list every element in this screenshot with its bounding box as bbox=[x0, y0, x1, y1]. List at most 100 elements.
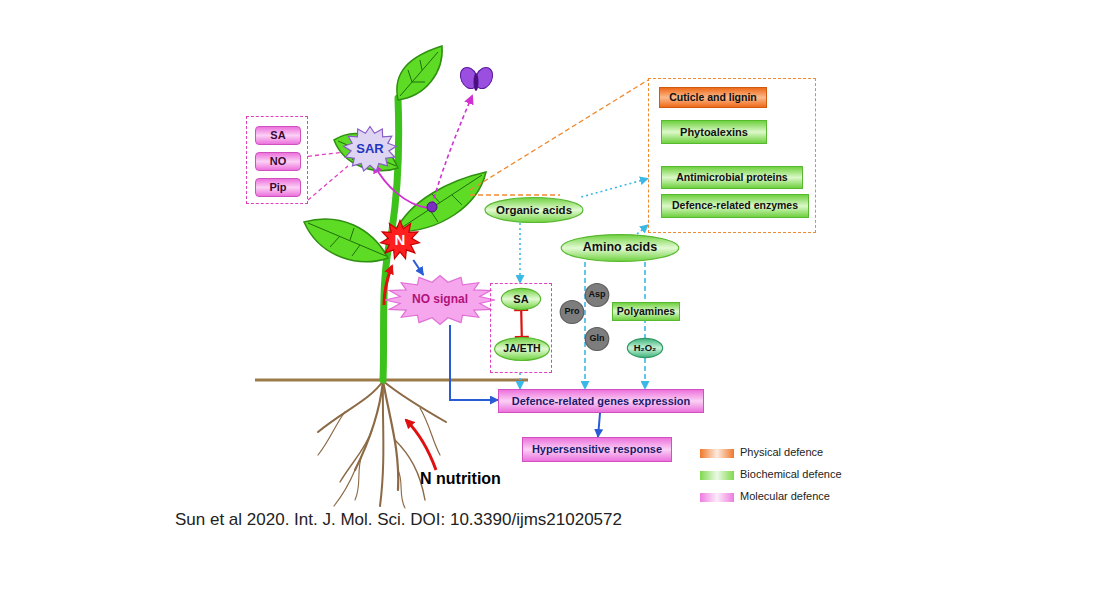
legend-text: Biochemical defence bbox=[740, 468, 842, 480]
node-text: SA bbox=[270, 129, 285, 141]
root bbox=[383, 381, 446, 422]
defence-group: Cuticle and ligninPhytoalexinsAntimicrob… bbox=[648, 78, 816, 233]
node-text: N bbox=[395, 232, 406, 249]
leader-line bbox=[470, 80, 648, 190]
node-text: Polyamines bbox=[617, 306, 675, 318]
root bbox=[420, 408, 440, 455]
ellipse-outline bbox=[627, 338, 662, 357]
metabolic-arrow bbox=[637, 225, 648, 234]
legend-text: Physical defence bbox=[740, 446, 823, 458]
node-text: Asp bbox=[588, 290, 605, 300]
legend-swatch bbox=[700, 449, 734, 458]
ellipse-outline bbox=[495, 337, 550, 360]
node-text: NO bbox=[270, 155, 287, 167]
leader-line bbox=[470, 194, 560, 195]
polyamines-box: Polyamines bbox=[612, 302, 680, 321]
leaf-veins bbox=[308, 52, 482, 256]
root bbox=[355, 455, 362, 500]
sar-star: SAR bbox=[343, 126, 397, 172]
nutrition-label: N nutrition bbox=[420, 470, 501, 488]
node-text: Cuticle and lignin bbox=[669, 92, 757, 104]
hormone-ellipse: JA/ETH bbox=[494, 337, 550, 361]
signal-leader bbox=[308, 152, 343, 156]
no-signal-star: NO signal bbox=[384, 275, 496, 325]
pathogen bbox=[427, 202, 437, 212]
node-text: JA/ETH bbox=[503, 343, 540, 355]
node-text: Organic acids bbox=[496, 204, 572, 217]
node-text: SAR bbox=[356, 142, 383, 156]
systemic-signal-arrow bbox=[374, 165, 428, 208]
leader-line bbox=[308, 166, 348, 200]
ground-line bbox=[255, 379, 528, 382]
leaf bbox=[397, 46, 442, 100]
insect-wing bbox=[472, 65, 496, 92]
root bbox=[355, 381, 383, 470]
gene-expression-box: Defence-related genes expression bbox=[498, 389, 704, 413]
leaf-vein bbox=[308, 223, 386, 256]
root bbox=[340, 430, 372, 482]
node-text: Antimicrobial proteins bbox=[676, 172, 787, 184]
amino-acid-circle: Asp bbox=[585, 283, 609, 307]
ellipse-outline bbox=[561, 235, 679, 262]
ellipse-outline bbox=[501, 288, 540, 309]
insect-body bbox=[474, 73, 479, 91]
metabolite-ellipse: Organic acids bbox=[484, 197, 584, 223]
leaf bbox=[304, 219, 388, 262]
h2o2-ellipse: H₂O₂ bbox=[627, 338, 663, 358]
metabolic-arrow bbox=[519, 373, 521, 389]
node-text: Pro bbox=[564, 307, 579, 317]
root bbox=[383, 381, 398, 490]
node-text: Defence-related genes expression bbox=[512, 395, 691, 407]
metabolite-ellipse: Amino acids bbox=[560, 234, 680, 262]
root bbox=[318, 412, 345, 455]
signal-pill: NO bbox=[255, 152, 301, 171]
ellipse-outline bbox=[560, 300, 584, 323]
signal-pill: Pip bbox=[255, 178, 301, 197]
star-outline bbox=[344, 126, 397, 170]
figure-caption: Sun et al 2020. Int. J. Mol. Sci. DOI: 1… bbox=[175, 510, 622, 530]
signal-arrow bbox=[413, 260, 423, 275]
hormone-group: SA JA/ETH bbox=[490, 283, 552, 373]
inhibition-line bbox=[520, 310, 523, 337]
metabolic-arrow bbox=[519, 223, 521, 283]
metabolic-arrow bbox=[584, 262, 586, 389]
insect-wing bbox=[457, 65, 481, 92]
root bbox=[380, 381, 383, 506]
node-text: SA bbox=[513, 293, 528, 305]
signal-arrow bbox=[598, 413, 600, 437]
root bbox=[334, 470, 355, 506]
ellipse-outline bbox=[585, 327, 609, 350]
amino-acid-circle: Gln bbox=[585, 327, 609, 351]
biochemical-defence-box: Defence-related enzymes bbox=[661, 194, 809, 218]
signal-pill: SA bbox=[255, 126, 301, 145]
node-text: Gln bbox=[590, 334, 605, 344]
nitrogen-star: N bbox=[380, 220, 420, 260]
node-text: Defence-related enzymes bbox=[672, 200, 798, 212]
node-text: Phytoalexins bbox=[680, 126, 748, 138]
root bbox=[398, 470, 405, 508]
star-outline bbox=[385, 276, 495, 325]
amino-acid-circle: Pro bbox=[560, 300, 584, 324]
node-text: Pip bbox=[269, 181, 286, 193]
leaves bbox=[304, 46, 486, 262]
insect-link bbox=[432, 96, 472, 205]
node-text: NO signal bbox=[412, 293, 468, 306]
biochemical-defence-box: Phytoalexins bbox=[661, 120, 767, 144]
legend-text: Molecular defence bbox=[740, 490, 830, 502]
ellipse-outline bbox=[485, 198, 583, 223]
node-text: Amino acids bbox=[583, 241, 657, 255]
signal-group: SA NO Pip bbox=[246, 116, 308, 204]
node-text: H₂O₂ bbox=[634, 343, 657, 353]
ellipse-outline bbox=[585, 283, 609, 306]
legend-swatch bbox=[700, 493, 734, 502]
star-outline bbox=[381, 220, 420, 258]
node-text: Hypersensitive response bbox=[532, 443, 662, 455]
metabolic-arrow bbox=[644, 262, 646, 389]
nutrient-arrow bbox=[406, 420, 436, 470]
insect bbox=[457, 65, 496, 92]
hypersensitive-box: Hypersensitive response bbox=[522, 437, 672, 462]
leaf-vein bbox=[400, 52, 438, 96]
legend-swatch bbox=[700, 471, 734, 480]
roots bbox=[318, 381, 446, 508]
